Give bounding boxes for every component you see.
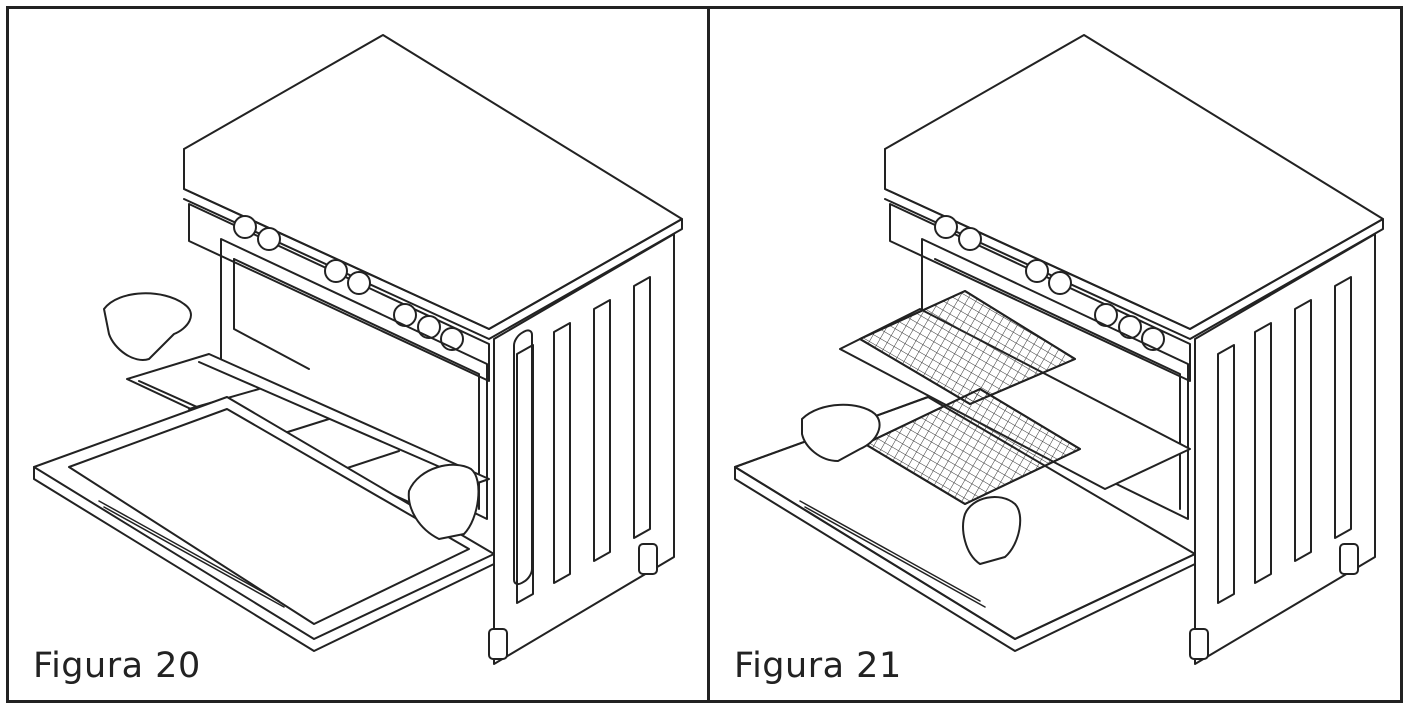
- oven-grill-baskets-illustration: [710, 9, 1400, 700]
- figure-panel-21: Figura 21: [710, 9, 1400, 700]
- oven-rack-removal-illustration: [9, 9, 707, 700]
- figure-panel-20: Figura 20: [9, 9, 707, 700]
- figure-caption: Figura 21: [734, 646, 902, 686]
- panel-divider: [707, 6, 710, 703]
- figure-caption: Figura 20: [33, 646, 201, 686]
- figure-frame: [6, 6, 1403, 703]
